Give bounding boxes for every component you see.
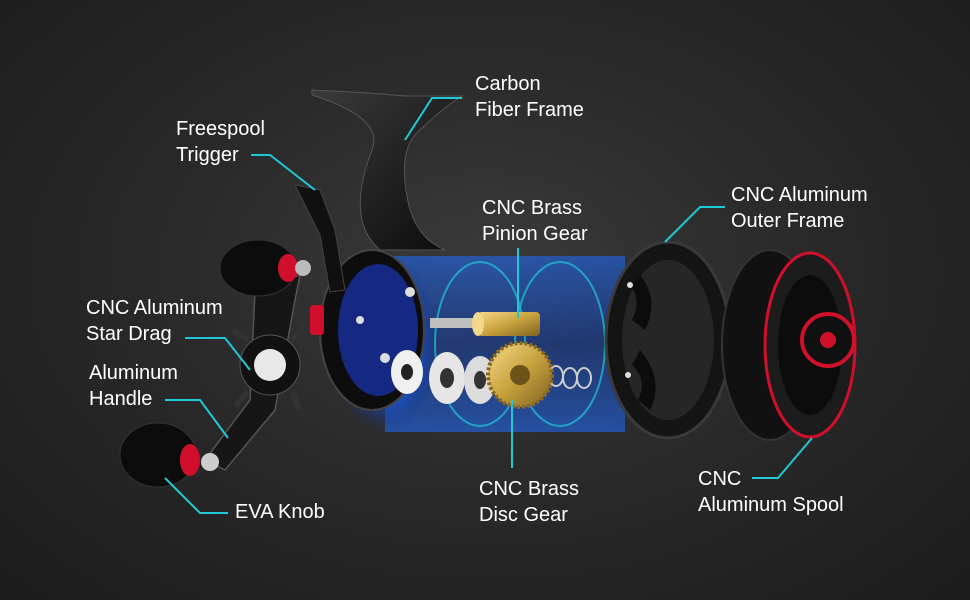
leader-freespool-trigger xyxy=(251,154,316,191)
label-aluminum-handle: Aluminum Handle xyxy=(89,362,178,410)
label-carbon-fiber-frame: Carbon Fiber Frame xyxy=(475,73,584,121)
label-cnc-brass-pinion-gear: CNC Brass Pinion Gear xyxy=(482,197,588,245)
brass-pinion-gear-icon xyxy=(430,312,540,336)
label-freespool-trigger: Freespool Trigger xyxy=(176,118,265,166)
carbon-frame-icon xyxy=(311,89,464,251)
leader-outer-frame xyxy=(664,206,725,243)
label-cnc-aluminum-star-drag: CNC Aluminum Star Drag xyxy=(86,297,223,345)
spool-icon xyxy=(721,249,857,441)
leader-spool xyxy=(752,437,813,479)
label-cnc-aluminum-spool: CNC Aluminum Spool xyxy=(698,468,844,516)
top-knob-icon xyxy=(219,239,311,297)
leader-lines xyxy=(164,97,813,514)
leader-star-drag xyxy=(185,337,251,371)
eva-knob-icon xyxy=(119,422,219,488)
leader-eva-knob xyxy=(164,477,228,514)
brass-disc-gear-icon xyxy=(486,341,554,409)
star-drag-icon xyxy=(230,323,308,412)
label-eva-knob: EVA Knob xyxy=(235,501,325,523)
freespool-trigger-icon xyxy=(294,184,346,293)
leader-carbon-frame xyxy=(404,97,462,141)
label-cnc-brass-disc-gear: CNC Brass Disc Gear xyxy=(479,478,580,526)
label-cnc-aluminum-outer-frame: CNC Aluminum Outer Frame xyxy=(731,184,868,232)
leader-handle xyxy=(165,399,229,439)
outer-frame-icon xyxy=(604,240,732,440)
